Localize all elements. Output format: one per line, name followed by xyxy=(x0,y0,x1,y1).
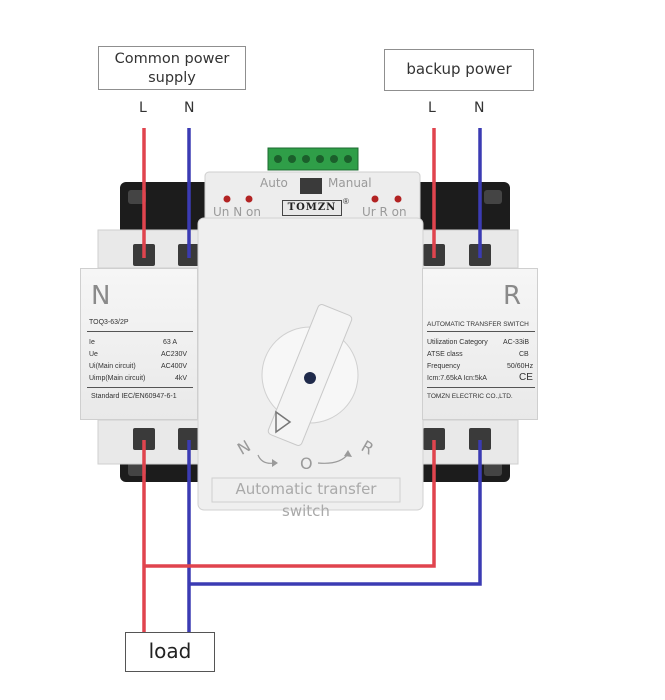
terminal-bottom-n2 xyxy=(469,428,491,450)
spec-frequency-value: 50/60Hz xyxy=(507,363,534,370)
spec-ui-name: Ui(Main circuit) xyxy=(89,363,136,370)
spec-uimp-value: 4kV xyxy=(175,375,188,382)
ce-mark: CE xyxy=(519,372,533,383)
dial-o-label: O xyxy=(300,454,313,473)
green-terminal-block xyxy=(267,147,359,171)
spec-ue-value: AC230V xyxy=(161,351,188,358)
terminal-bottom-n1 xyxy=(178,428,200,450)
common-l-terminal-label: L xyxy=(139,100,147,116)
common-n-terminal-label: N xyxy=(184,100,195,116)
spec-ie-value: 63 A xyxy=(163,339,178,346)
spec-atse-value: CB xyxy=(519,351,529,358)
right-module-letter: R xyxy=(503,281,522,311)
terminal-bottom-l2 xyxy=(423,428,445,450)
mode-manual-label: Manual xyxy=(328,176,372,190)
terminal-bottom-l1 xyxy=(133,428,155,450)
backup-l-terminal-label: L xyxy=(428,100,436,116)
spec-ui-value: AC400V xyxy=(161,363,188,370)
right-module-icm: Icm:7.65kA Icn:5kA xyxy=(427,375,487,382)
backup-power-label: backup power xyxy=(384,49,534,91)
wire-backup-l-to-load xyxy=(144,440,436,568)
left-module-standard: Standard IEC/EN60947-6-1 xyxy=(91,393,177,400)
left-module-n: N TOQ3-63/2P Ie 63 A Ue AC230V Ui(Main c… xyxy=(80,268,198,420)
indicator-right-label: Ur R on xyxy=(362,205,407,219)
spec-frequency-name: Frequency xyxy=(427,363,461,370)
right-module-r: R AUTOMATIC TRANSFER SWITCH Utilization … xyxy=(422,268,538,420)
brand-registered-mark: ® xyxy=(343,197,349,206)
indicator-left-label: Un N on xyxy=(213,205,261,219)
spec-category-name: Utilization Category xyxy=(427,339,488,346)
left-module-model: TOQ3-63/2P xyxy=(89,319,129,326)
spec-uimp-name: Uimp(Main circuit) xyxy=(89,375,146,382)
brand-logo: TOMZN xyxy=(282,200,342,216)
right-module-maker: TOMZN ELECTRIC CO.,LTD. xyxy=(427,393,513,400)
spec-category-value: AC-33iB xyxy=(503,339,530,346)
mode-auto-label: Auto xyxy=(260,176,288,190)
wire-backup-n-to-load xyxy=(189,440,482,586)
common-power-supply-label: Common power supply xyxy=(98,46,246,90)
spec-ie-name: Ie xyxy=(89,339,95,346)
load-label: load xyxy=(125,632,215,672)
left-module-letter: N xyxy=(91,281,111,311)
right-module-title: AUTOMATIC TRANSFER SWITCH xyxy=(427,321,529,328)
spec-atse-name: ATSE class xyxy=(427,351,463,358)
spec-ue-name: Ue xyxy=(89,351,98,358)
automatic-transfer-switch-label: Automatic transfer switch xyxy=(235,480,377,520)
backup-n-terminal-label: N xyxy=(474,100,485,116)
